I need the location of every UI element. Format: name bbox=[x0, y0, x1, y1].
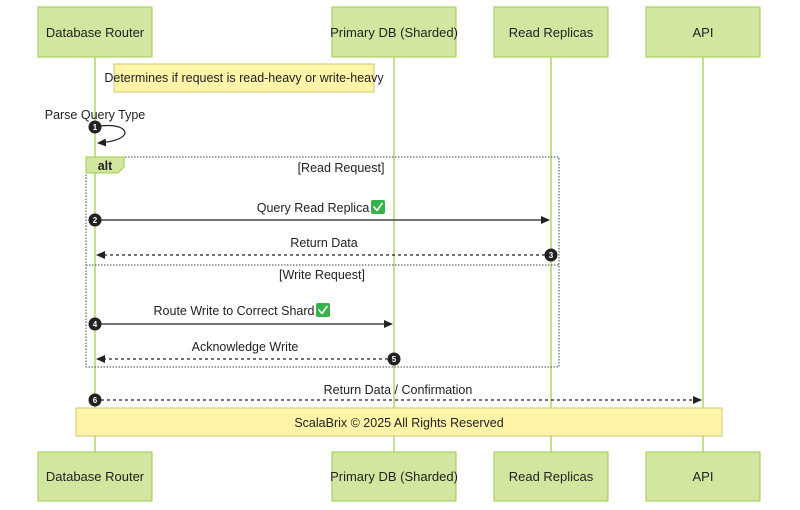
alt-frame-border bbox=[85, 156, 560, 368]
self-arrow bbox=[94, 125, 126, 147]
alt-frame-label: alt bbox=[98, 159, 113, 173]
actor-label: Primary DB (Sharded) bbox=[330, 469, 458, 484]
actor-label: API bbox=[693, 25, 714, 40]
sequence-number-badge bbox=[88, 317, 102, 331]
check-mark-button-icon bbox=[371, 200, 385, 214]
actor-label: Read Replicas bbox=[509, 25, 594, 40]
actor-database-router-top[interactable]: Database Router bbox=[37, 6, 153, 58]
note-footer: ScalaBrix © 2025 All Rights Reserved bbox=[75, 407, 723, 437]
actor-label: Database Router bbox=[46, 25, 145, 40]
actor-label: API bbox=[693, 469, 714, 484]
message-label: Return Data bbox=[290, 236, 357, 250]
note-router: Determines if request is read-heavy or w… bbox=[104, 63, 384, 93]
message-label: Query Read Replica bbox=[257, 201, 370, 215]
message-label: Parse Query Type bbox=[45, 108, 146, 122]
check-mark-button-icon bbox=[316, 303, 330, 317]
sequence-number: 3 bbox=[549, 251, 554, 260]
note-footer-text: ScalaBrix © 2025 All Rights Reserved bbox=[294, 416, 503, 430]
sequence-number-badge bbox=[88, 120, 102, 134]
actor-api-bottom[interactable]: API bbox=[645, 451, 761, 502]
actor-label: Database Router bbox=[46, 469, 145, 484]
sequence-number-badge bbox=[88, 393, 102, 407]
actor-api-top[interactable]: API bbox=[645, 6, 761, 58]
message-route-write: Route Write to Correct Shard 4 bbox=[88, 303, 393, 331]
message-label: Acknowledge Write bbox=[192, 340, 299, 354]
actor-primary-db-bottom[interactable]: Primary DB (Sharded) bbox=[330, 451, 458, 502]
actor-read-replicas-bottom[interactable]: Read Replicas bbox=[493, 451, 609, 502]
message-parse-query-type: Parse Query Type 1 bbox=[45, 108, 146, 147]
sequence-number-badge bbox=[544, 248, 558, 262]
sequence-number: 2 bbox=[93, 216, 98, 225]
message-label: Route Write to Correct Shard bbox=[154, 304, 315, 318]
alt-frame: alt [Read Request] [Write Request] bbox=[85, 156, 560, 368]
sequence-number: 5 bbox=[392, 355, 397, 364]
message-return-confirmation: Return Data / Confirmation 6 bbox=[88, 383, 702, 407]
actor-read-replicas-top[interactable]: Read Replicas bbox=[493, 6, 609, 58]
alt-condition-read: [Read Request] bbox=[298, 161, 385, 175]
sequence-number-badge bbox=[387, 352, 401, 366]
sequence-number: 6 bbox=[93, 396, 98, 405]
message-return-data: Return Data 3 bbox=[96, 236, 558, 262]
actor-primary-db-top[interactable]: Primary DB (Sharded) bbox=[330, 6, 458, 58]
actor-label: Read Replicas bbox=[509, 469, 594, 484]
message-query-read-replica: Query Read Replica 2 bbox=[88, 200, 550, 227]
alt-condition-write: [Write Request] bbox=[279, 268, 365, 282]
alt-frame-tag bbox=[85, 156, 125, 174]
message-acknowledge-write: Acknowledge Write 5 bbox=[96, 340, 401, 366]
actor-database-router-bottom[interactable]: Database Router bbox=[37, 451, 153, 502]
actor-label: Primary DB (Sharded) bbox=[330, 25, 458, 40]
message-label: Return Data / Confirmation bbox=[324, 383, 473, 397]
note-router-text: Determines if request is read-heavy or w… bbox=[104, 71, 384, 85]
sequence-number: 4 bbox=[93, 320, 98, 329]
sequence-number-badge bbox=[88, 213, 102, 227]
sequence-number: 1 bbox=[93, 123, 98, 132]
